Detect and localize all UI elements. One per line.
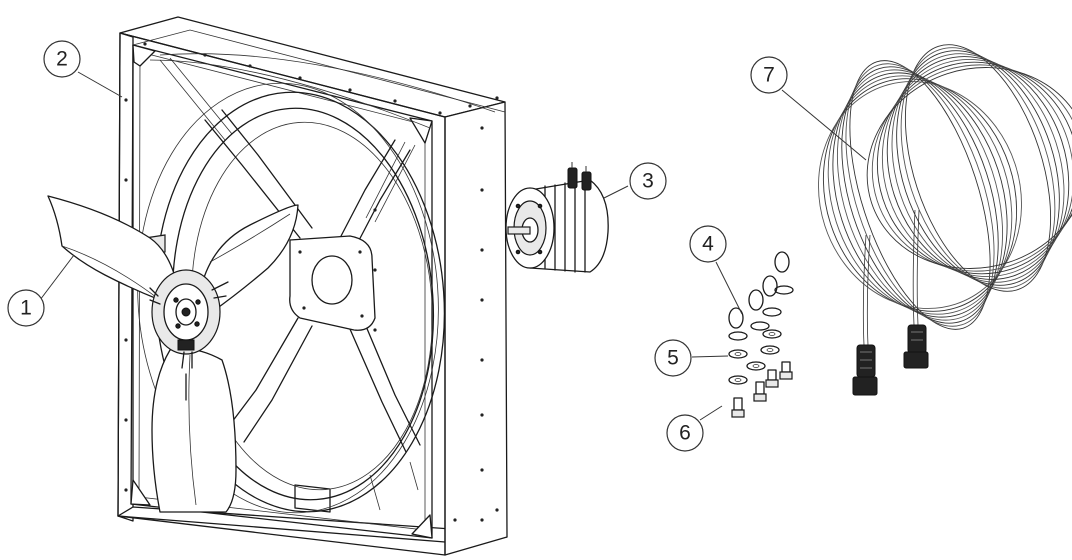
callout-7: 7 [750, 56, 788, 94]
cable-loop [818, 81, 1022, 309]
fan-motor [505, 162, 609, 273]
cable-loop [886, 56, 1070, 280]
frame-holes [124, 42, 499, 522]
eye-bolts [728, 251, 794, 341]
eye-bolt [774, 251, 794, 295]
callout-4-label: 4 [702, 233, 714, 256]
cable-loop [845, 63, 995, 327]
callout-5-label: 5 [667, 347, 679, 370]
bolt [765, 369, 779, 388]
bolt [731, 397, 745, 418]
cable-loop [896, 50, 1060, 286]
callout-3-label: 3 [642, 170, 654, 193]
callout-1: 1 [7, 289, 45, 327]
cable-loop [900, 47, 1056, 289]
cable-loop [876, 61, 1072, 275]
cable-loop [904, 44, 1052, 292]
cable-loop [871, 64, 1072, 272]
callout-7-label: 7 [763, 64, 775, 87]
fan-impeller [47, 195, 299, 513]
bolt [753, 381, 767, 402]
eye-bolt [728, 307, 748, 341]
cable-loop [849, 60, 991, 330]
cable-loop [841, 66, 999, 324]
cable-loop [832, 72, 1008, 318]
cable-loop [822, 78, 1018, 312]
callout-5: 5 [654, 339, 692, 377]
bolts [731, 361, 793, 418]
callout-1-label: 1 [20, 297, 32, 320]
callout-6-label: 6 [679, 422, 691, 445]
cable-connectors [852, 209, 929, 396]
callout-4: 4 [689, 225, 727, 263]
bolt [779, 361, 793, 380]
callout-2: 2 [43, 40, 81, 78]
callout-2-label: 2 [56, 48, 68, 71]
washers [728, 329, 782, 385]
cable-loop [881, 58, 1072, 278]
eye-bolt [748, 289, 770, 331]
cable-loop [827, 75, 1013, 315]
cable-loop [891, 53, 1065, 283]
cable-loop [866, 67, 1072, 269]
callout-3: 3 [629, 162, 667, 200]
coiled-cables [818, 44, 1072, 330]
leader-lines [39, 71, 867, 421]
cable-loop [836, 69, 1004, 321]
eye-bolt [762, 275, 782, 317]
callout-6: 6 [666, 414, 704, 452]
